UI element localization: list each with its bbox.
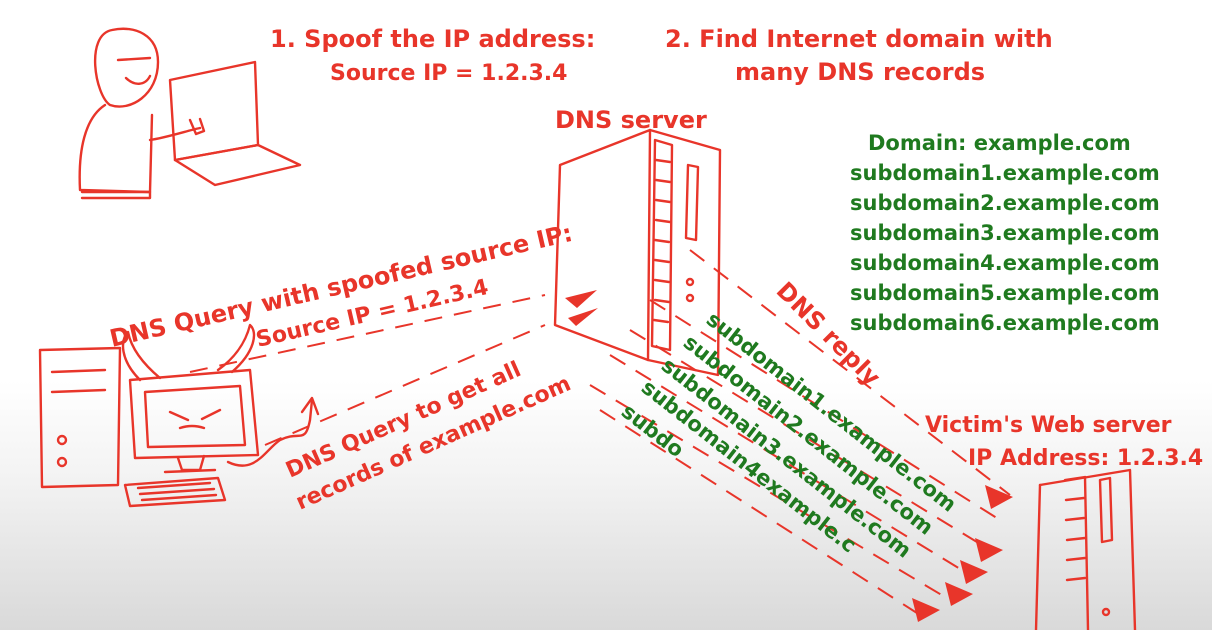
reply-streams: subdomain1.example.com subdomain2.exampl…: [617, 307, 961, 563]
record-subdomain4: subdomain4.example.com: [850, 251, 1160, 275]
record-subdomain6: subdomain6.example.com: [850, 311, 1160, 335]
reply-arrowheads: [912, 485, 1013, 622]
domain-records-list: Domain: example.com subdomain1.example.c…: [850, 131, 1160, 335]
dns-server-tower: [553, 128, 722, 377]
step1-line1: 1. Spoof the IP address:: [270, 25, 595, 53]
reply-arrows: [589, 249, 1011, 616]
bot-computer-figure: [38, 323, 320, 508]
record-subdomain1: subdomain1.example.com: [850, 161, 1160, 185]
query-arrows: [189, 294, 546, 446]
step1-line2: Source IP = 1.2.3.4: [330, 61, 567, 86]
step2-line2: many DNS records: [735, 58, 985, 86]
attacker-laptop-figure: [78, 27, 302, 200]
dns-server-label: DNS server: [555, 106, 707, 134]
victim-server-tower: [1034, 468, 1137, 630]
record-subdomain2: subdomain2.example.com: [850, 191, 1160, 215]
victim-label-line2: IP Address: 1.2.3.4: [968, 446, 1203, 471]
victim-label-line1: Victim's Web server: [925, 413, 1172, 438]
record-domain: Domain: example.com: [868, 131, 1131, 155]
record-subdomain3: subdomain3.example.com: [850, 221, 1160, 245]
record-subdomain5: subdomain5.example.com: [850, 281, 1160, 305]
step2-line1: 2. Find Internet domain with: [665, 25, 1053, 53]
